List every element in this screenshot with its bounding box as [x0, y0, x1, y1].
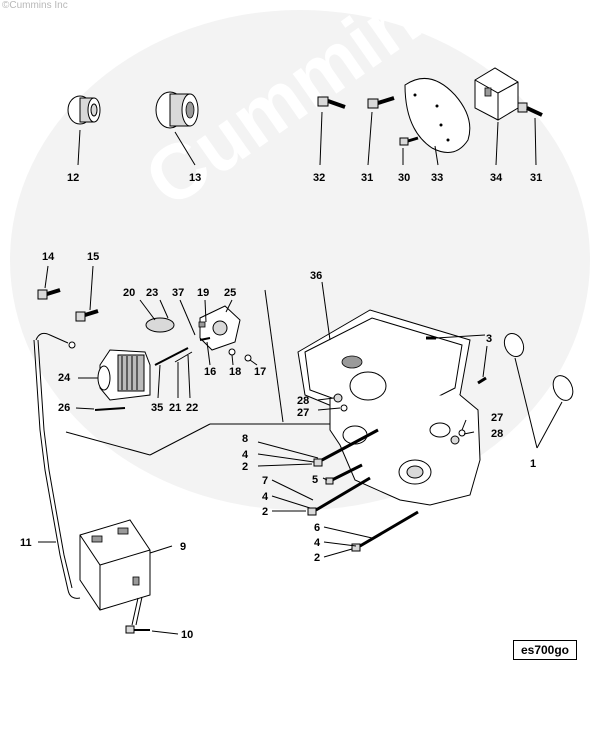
- part-12-plug: [67, 95, 101, 166]
- callout-6: 6: [314, 522, 320, 534]
- part-31-capscrew-left: [367, 96, 395, 166]
- boundary-line-right: [264, 289, 284, 423]
- callout-13: 13: [189, 172, 201, 184]
- callout-35: 35: [151, 402, 163, 414]
- part-11-wire-harness: [33, 332, 81, 599]
- callout-14: 14: [42, 251, 55, 263]
- callout-33: 33: [431, 172, 443, 184]
- callout-2-bottom: 2: [314, 552, 320, 564]
- callout-30: 30: [398, 172, 410, 184]
- callout-21: 21: [169, 402, 181, 414]
- part-32-capscrew: [317, 96, 346, 166]
- callout-18: 18: [229, 366, 241, 378]
- part-30-screw: [399, 136, 419, 165]
- callout-28-right: 28: [491, 428, 503, 440]
- callout-15: 15: [87, 251, 99, 263]
- callout-16: 16: [204, 366, 216, 378]
- part-24-heater-housing: [75, 349, 151, 411]
- callout-1: 1: [530, 458, 536, 470]
- callout-9: 9: [180, 541, 186, 553]
- part-15-capscrew: [75, 265, 99, 322]
- callout-2-top: 2: [242, 461, 248, 473]
- boundary-line-bottom: [65, 431, 151, 456]
- part-34-block: [474, 67, 519, 166]
- callout-5: 5: [312, 474, 318, 486]
- part-14-capscrew: [37, 265, 61, 300]
- callout-31-right: 31: [530, 172, 542, 184]
- callout-32: 32: [313, 172, 325, 184]
- part-33-cover-plate: [404, 77, 471, 166]
- copyright-text: ©Cummins Inc: [2, 0, 68, 11]
- callout-22: 22: [186, 402, 198, 414]
- callout-17: 17: [254, 366, 266, 378]
- callout-20: 20: [123, 287, 135, 299]
- callout-27-right: 27: [491, 412, 503, 424]
- callout-4-top: 4: [242, 449, 249, 461]
- callout-28-left: 28: [297, 395, 309, 407]
- part-3-dowel-pins: [426, 334, 488, 385]
- callout-31-left: 31: [361, 172, 373, 184]
- callout-4-mid: 4: [262, 491, 269, 503]
- callout-23: 23: [146, 287, 158, 299]
- part-9-module-box: [79, 519, 173, 626]
- callout-24: 24: [58, 372, 71, 384]
- part-13-plug: [155, 91, 199, 166]
- callout-7: 7: [262, 475, 268, 487]
- callout-10: 10: [181, 629, 193, 641]
- callout-3: 3: [486, 333, 492, 345]
- part-35-21-22-rods: [154, 299, 196, 399]
- callout-11: 11: [20, 537, 32, 549]
- callout-37: 37: [172, 287, 184, 299]
- callout-19: 19: [197, 287, 209, 299]
- stud-and-capscrew-set: [257, 428, 419, 558]
- callout-27-left: 27: [297, 407, 309, 419]
- callout-8: 8: [242, 433, 248, 445]
- reference-code: es700go: [513, 640, 577, 660]
- part-31-capscrew-right: [517, 102, 543, 166]
- callout-36: 36: [310, 270, 322, 282]
- callout-4-bottom: 4: [314, 537, 321, 549]
- part-20-gasket: [139, 299, 175, 333]
- part-1-o-rings: [503, 332, 574, 449]
- callout-labels: 12 13 32 31 30 33 34 31 14 15 20 23 37 1…: [20, 172, 542, 641]
- part-10-screw: [125, 625, 179, 635]
- part-16-17-18-fasteners: [199, 337, 258, 366]
- boundary-line-bottom-2: [149, 423, 211, 456]
- callout-25: 25: [224, 287, 236, 299]
- callout-12: 12: [67, 172, 79, 184]
- callout-34: 34: [490, 172, 503, 184]
- callout-2-mid: 2: [262, 506, 268, 518]
- callout-26: 26: [58, 402, 70, 414]
- part-27-28-fittings: [317, 393, 475, 445]
